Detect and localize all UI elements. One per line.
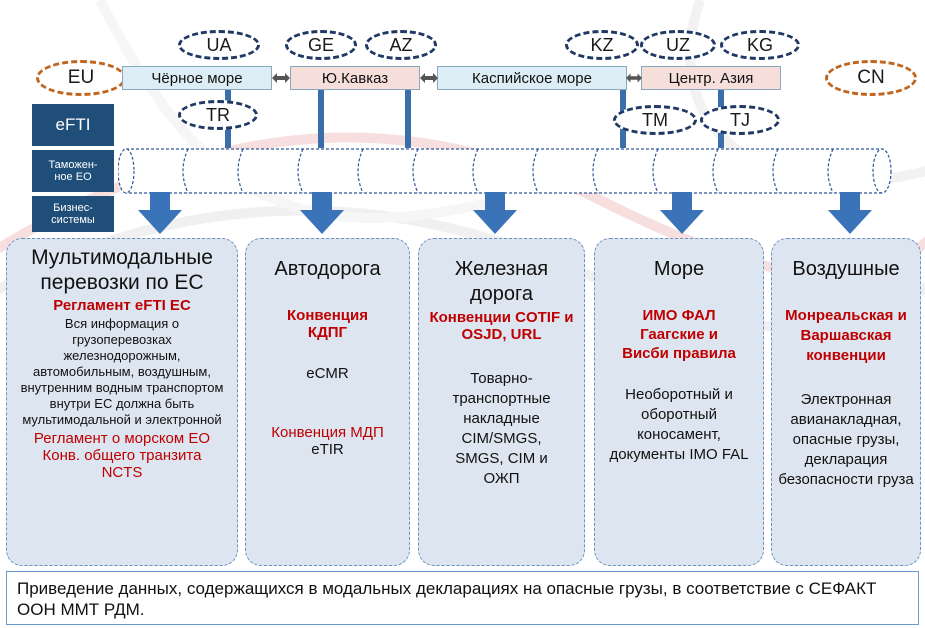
double-arrow-icon: [272, 73, 290, 83]
country-oval-tm: TM: [613, 105, 697, 135]
efti-regulation: Регламент eFTI ЕС: [53, 297, 191, 314]
country-oval-ua: UA: [178, 30, 260, 60]
sea-conventions: ИМО ФАЛ Гаагские и Висби правила: [622, 307, 736, 362]
country-oval-tr: TR: [178, 100, 258, 130]
down-arrow-icon: [660, 192, 704, 234]
column-road: Автодорога Конвенция КДПГ eCMR Конвенция…: [245, 238, 410, 566]
connector-bar: [318, 90, 324, 148]
data-pipeline: [118, 148, 892, 194]
rail-conventions: Конвенции COTIF и OSJD, URL: [429, 309, 574, 343]
column-title: Воздушные: [792, 258, 900, 280]
air-conventions: Монреальская и Варшавская конвенции: [785, 307, 907, 364]
column-description: Товарно-транспортные накладные CIM/SMGS,…: [452, 370, 551, 487]
column-description: Вся информация о грузоперевозках железно…: [20, 316, 224, 427]
country-oval-tj: TJ: [700, 105, 780, 135]
connector-bar: [405, 90, 411, 148]
region-caspian-sea: Каспийское море: [437, 66, 627, 90]
column-multimodal: Мультимодальные перевозки по ЕС Регламен…: [6, 238, 238, 566]
double-arrow-icon: [626, 73, 642, 83]
column-description: Электронная авианакладная, опасные грузы…: [778, 391, 914, 488]
column-air: Воздушные Монреальская и Варшавская конв…: [771, 238, 921, 566]
region-south-caucasus: Ю.Кавказ: [290, 66, 420, 90]
double-arrow-icon: [420, 73, 438, 83]
down-arrow-icon: [828, 192, 872, 234]
country-oval-az: AZ: [365, 30, 437, 60]
efti-label: eFTI: [32, 104, 114, 146]
region-black-sea: Чёрное море: [122, 66, 272, 90]
column-title: Море: [653, 258, 705, 280]
down-arrow-icon: [473, 192, 517, 234]
ecmr-doc: eCMR: [306, 365, 349, 382]
cmr-convention: Конвенция КДПГ: [287, 307, 368, 341]
down-arrow-icon: [138, 192, 182, 234]
country-oval-kz: KZ: [565, 30, 639, 60]
footer-note: Приведение данных, содержащихся в модаль…: [6, 571, 919, 625]
ncts-convention: Конв. общего транзита NCTS: [42, 447, 202, 481]
country-oval-uz: UZ: [640, 30, 716, 60]
business-systems-label: Бизнес- системы: [32, 196, 114, 232]
customs-label: Таможен- ное ЕО: [32, 150, 114, 192]
region-central-asia: Центр. Азия: [641, 66, 781, 90]
column-title: Мультимодальные перевозки по ЕС: [31, 246, 213, 294]
country-oval-ge: GE: [285, 30, 357, 60]
etir-doc: eTIR: [311, 441, 344, 458]
column-rail: Железная дорога Конвенции COTIF и OSJD, …: [418, 238, 585, 566]
tir-convention: Конвенция МДП: [271, 424, 384, 441]
country-oval-kg: KG: [720, 30, 800, 60]
region-oval-eu: EU: [36, 60, 126, 96]
maritime-regulation: Регламент о морском ЕО: [33, 430, 211, 447]
region-oval-cn: CN: [825, 60, 917, 96]
column-title: Автодорога: [274, 258, 381, 280]
column-title: Железная дорога: [454, 258, 549, 305]
column-description: Необоротный и оборотный коносамент, доку…: [609, 386, 749, 463]
down-arrow-icon: [300, 192, 344, 234]
column-sea: Море ИМО ФАЛ Гаагские и Висби правила Не…: [594, 238, 764, 566]
